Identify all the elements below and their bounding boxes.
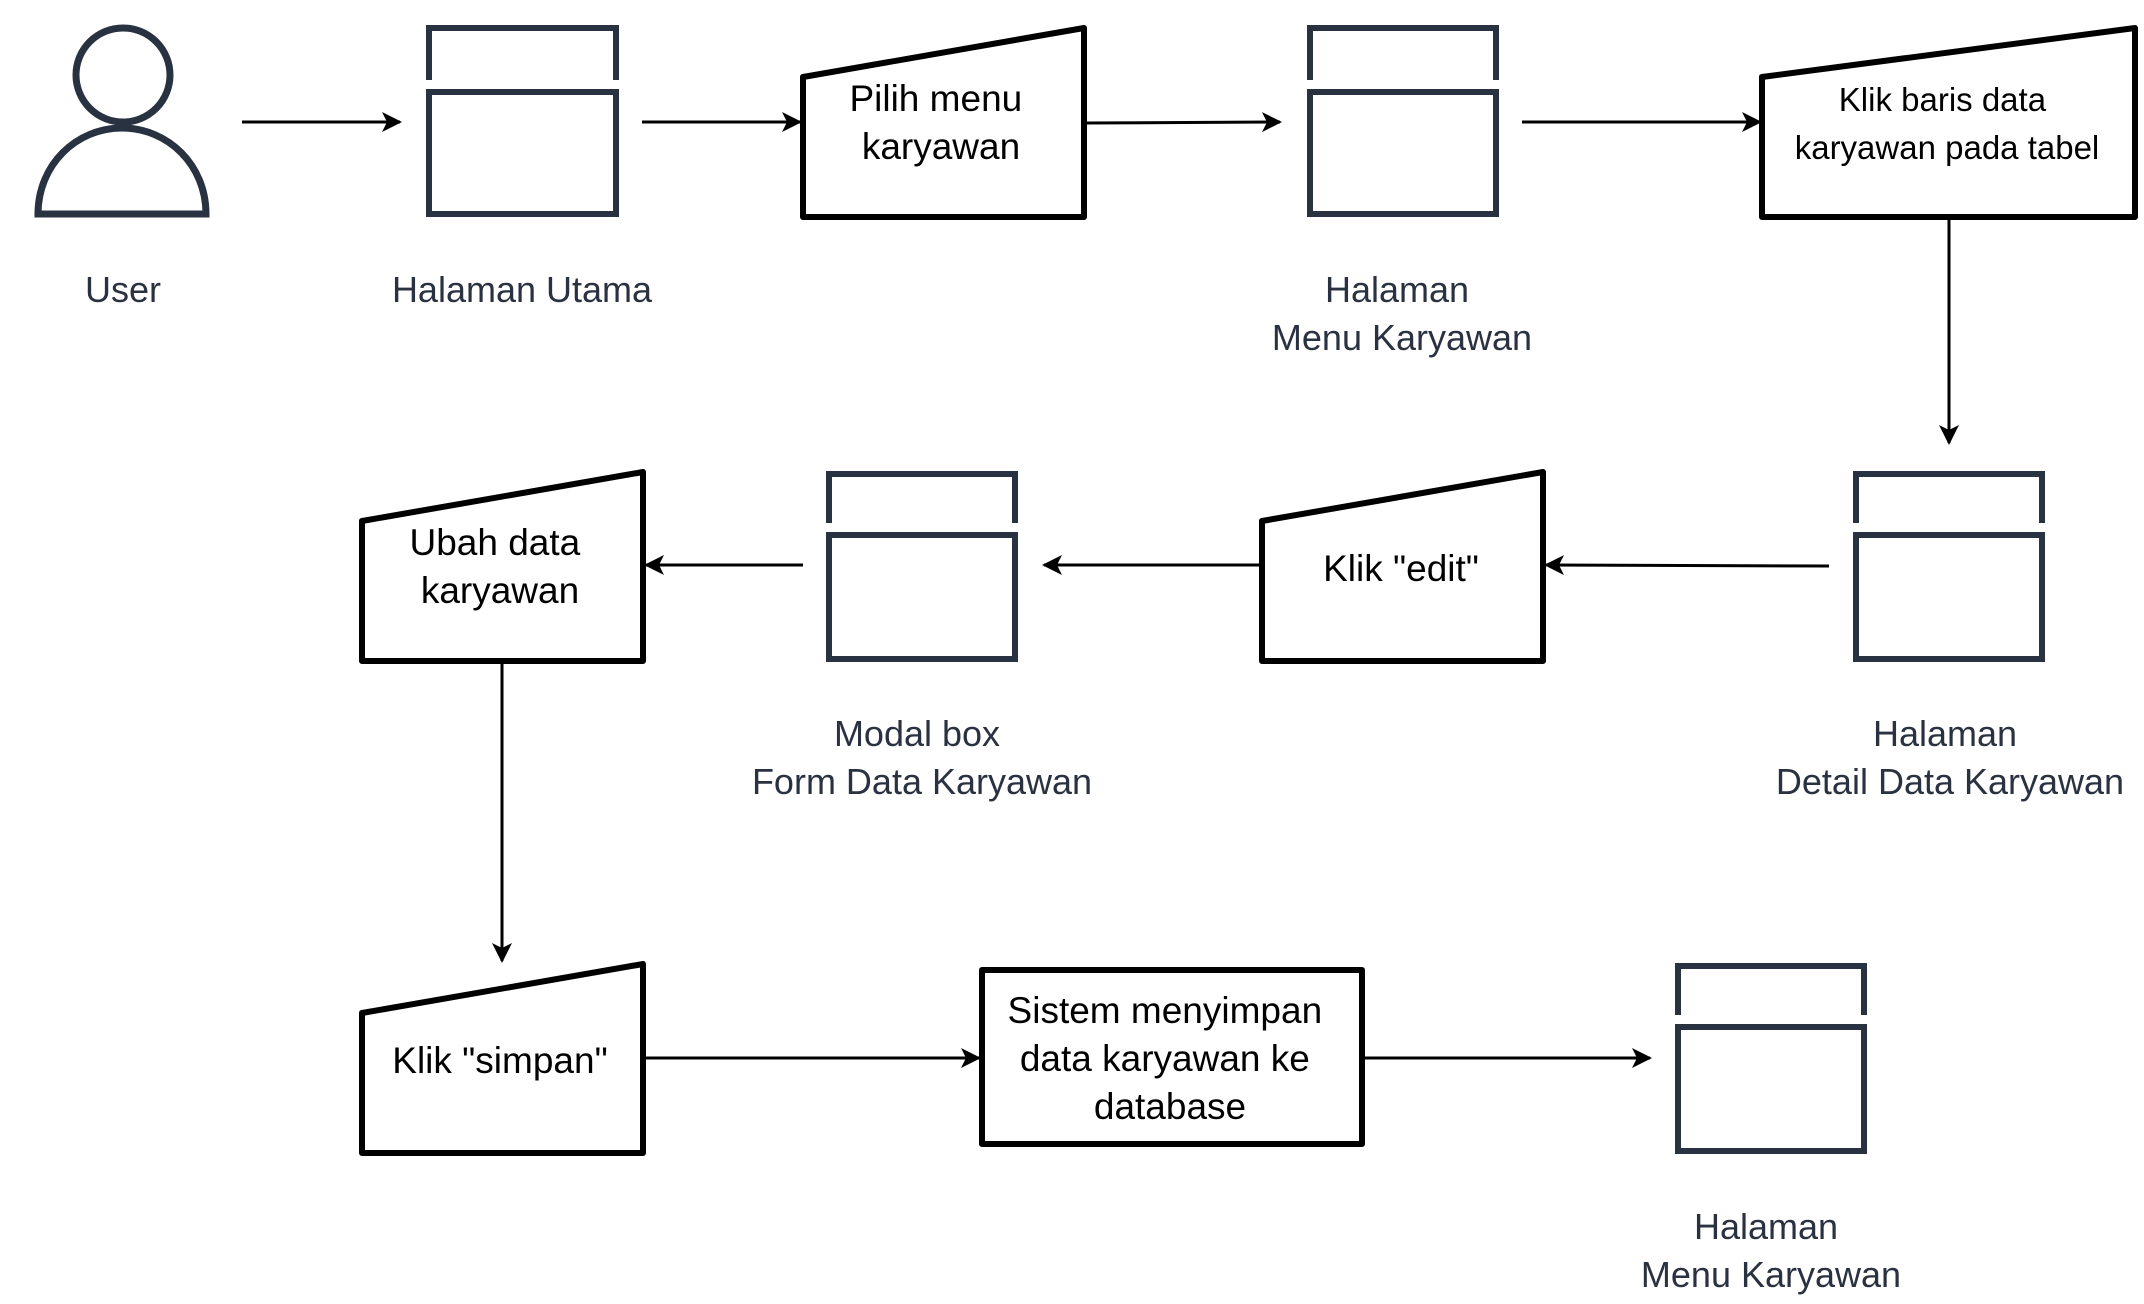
user-actor: User xyxy=(34,24,210,310)
page-halaman-menu-karyawan: Halaman Menu Karyawan xyxy=(1272,25,1532,358)
user-icon xyxy=(34,24,210,218)
user-label: User xyxy=(85,269,161,310)
manual-input-shape xyxy=(1759,25,2138,220)
step-ubah-data-karyawan: Ubah data karyawan xyxy=(359,469,646,664)
page-label: Halaman Detail Data Karyawan xyxy=(1776,713,2124,802)
step-klik-simpan: Klik "simpan" xyxy=(359,961,646,1156)
page-window-icon xyxy=(1853,471,2045,662)
arrow-detail-to-klik-edit xyxy=(1544,555,1830,576)
process-sistem-menyimpan: Sistem menyimpan data karyawan ke databa… xyxy=(979,967,1365,1147)
manual-input-shape xyxy=(1259,469,1546,664)
arrow-pilih-menu-to-menu-karyawan xyxy=(1086,112,1282,133)
step-pilih-menu-karyawan: Pilih menu karyawan xyxy=(800,25,1087,220)
step-label: Ubah data karyawan xyxy=(409,522,590,611)
page-label: Halaman Menu Karyawan xyxy=(1641,1206,1901,1295)
process-label: Sistem menyimpan data karyawan ke databa… xyxy=(1008,990,1333,1127)
manual-input-shape xyxy=(359,469,646,664)
page-window-icon xyxy=(1307,25,1499,217)
step-klik-baris-data: Klik baris data karyawan pada tabel xyxy=(1759,25,2138,220)
page-label: Halaman Utama xyxy=(392,269,653,310)
connectors xyxy=(242,112,1959,1068)
page-halaman-detail-data-karyawan: Halaman Detail Data Karyawan xyxy=(1776,471,2124,802)
step-label: Klik "edit" xyxy=(1323,548,1479,589)
page-window-icon xyxy=(426,25,619,217)
page-halaman-menu-karyawan-final: Halaman Menu Karyawan xyxy=(1641,963,1901,1295)
step-label: Pilih menu karyawan xyxy=(849,78,1032,167)
step-klik-edit: Klik "edit" xyxy=(1259,469,1546,664)
page-window-icon xyxy=(1675,963,1867,1154)
page-label: Halaman Menu Karyawan xyxy=(1272,269,1532,358)
page-window-icon xyxy=(826,471,1018,662)
page-modal-box-form-data-karyawan: Modal box Form Data Karyawan xyxy=(752,471,1092,802)
step-label: Klik baris data karyawan pada tabel xyxy=(1795,81,2100,166)
page-halaman-utama: Halaman Utama xyxy=(392,25,653,310)
step-label: Klik "simpan" xyxy=(392,1040,607,1081)
page-label: Modal box Form Data Karyawan xyxy=(752,713,1092,802)
manual-input-shape xyxy=(800,25,1087,220)
manual-input-shape xyxy=(359,961,646,1156)
process-box xyxy=(979,967,1365,1147)
